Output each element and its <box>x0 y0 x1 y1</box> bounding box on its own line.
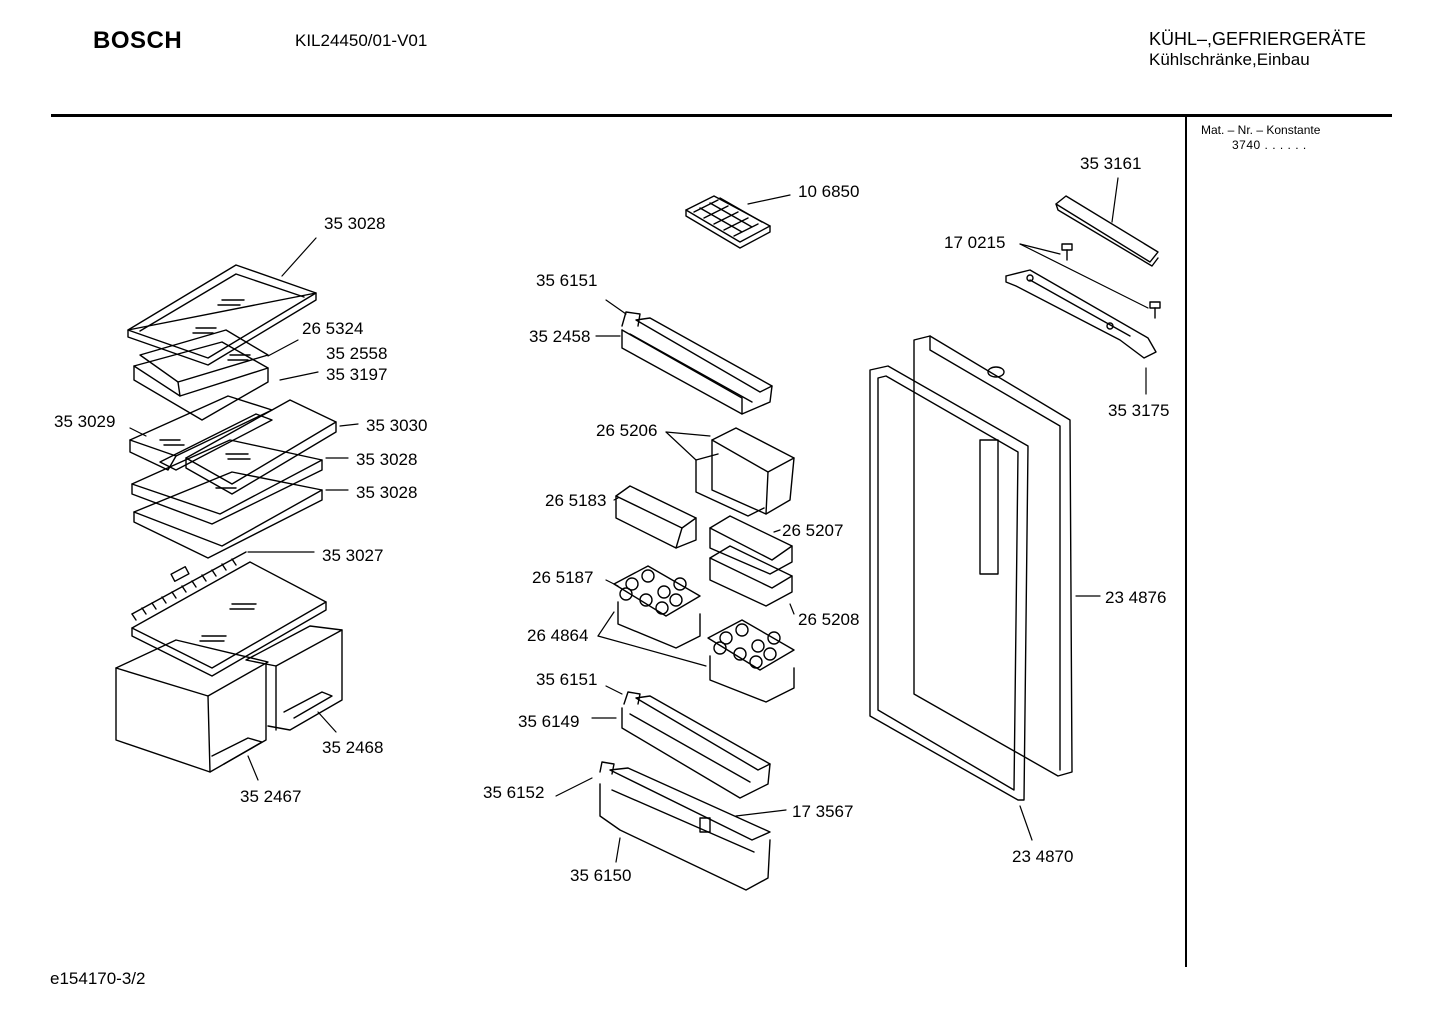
header-divider <box>51 114 1392 117</box>
small-door-bin-left <box>615 485 697 549</box>
ice-cube-tray <box>685 195 771 249</box>
material-constant-title: Mat. – Nr. – Konstante <box>1201 123 1321 137</box>
egg-tray-right <box>707 619 795 703</box>
part-label: 17 3567 <box>792 802 853 821</box>
material-constant-value: 3740 . . . . . . <box>1232 138 1307 152</box>
shelf-frame-upper <box>133 329 269 421</box>
glass-shelf-mid <box>131 439 323 525</box>
part-label: 35 3028 <box>324 214 385 233</box>
part-label: 26 5207 <box>782 521 843 540</box>
part-label: 35 2558 <box>326 344 387 363</box>
part-label: 35 3030 <box>366 416 427 435</box>
part-label: 35 3027 <box>322 546 383 565</box>
small-door-bin-right-lower <box>709 545 793 607</box>
part-label: 17 0215 <box>944 233 1005 252</box>
egg-tray-left <box>613 565 701 649</box>
glass-shelf-top <box>127 264 317 366</box>
part-label: 35 3028 <box>356 483 417 502</box>
brand-logo: BOSCH <box>93 27 183 54</box>
part-label: 35 2467 <box>240 787 301 806</box>
vegetable-drawer-right <box>245 625 343 731</box>
part-label: 26 5206 <box>596 421 657 440</box>
part-label: 35 6152 <box>483 783 544 802</box>
part-label: 35 6150 <box>570 866 631 885</box>
part-label: 26 5324 <box>302 319 363 338</box>
part-label: 35 3175 <box>1108 401 1169 420</box>
small-door-bin-right-upper <box>709 515 793 575</box>
glass-shelf-right-half <box>185 399 337 495</box>
part-label: 23 4870 <box>1012 847 1073 866</box>
model-number: KIL24450/01-V01 <box>295 31 428 50</box>
glass-shelf-split <box>129 395 273 471</box>
part-label: 35 3029 <box>54 412 115 431</box>
hinge-bracket <box>1005 269 1157 359</box>
part-label: 26 5183 <box>545 491 606 510</box>
part-label: 26 4864 <box>527 626 588 645</box>
part-label: 35 2468 <box>322 738 383 757</box>
subcategory-title: Kühlschränke,Einbau <box>1149 50 1310 69</box>
part-label: 10 6850 <box>798 182 859 201</box>
door-seal <box>869 365 1029 801</box>
part-label: 26 5208 <box>798 610 859 629</box>
part-label: 35 6151 <box>536 670 597 689</box>
screw-lower <box>1149 301 1161 319</box>
butter-box <box>695 427 795 517</box>
door-shelf-bottom-bottle <box>599 761 771 891</box>
part-label: 35 2458 <box>529 327 590 346</box>
glass-shelf-low <box>133 471 323 559</box>
part-label: 35 3028 <box>356 450 417 469</box>
door-panel <box>913 335 1073 777</box>
part-label: 23 4876 <box>1105 588 1166 607</box>
part-label: 35 6151 <box>536 271 597 290</box>
part-label: 26 5187 <box>532 568 593 587</box>
door-shelf-middle <box>621 691 771 799</box>
part-label: 35 3197 <box>326 365 387 384</box>
vegetable-drawer-left <box>115 639 269 773</box>
part-label: 35 3161 <box>1080 154 1141 173</box>
screw-upper <box>1061 243 1073 261</box>
vegetable-cover-plate <box>131 551 327 677</box>
side-panel-divider <box>1185 117 1187 967</box>
document-id: e154170-3/2 <box>50 969 146 988</box>
hinge-cover <box>1055 195 1159 267</box>
door-shelf-top <box>621 311 773 415</box>
part-label: 35 6149 <box>518 712 579 731</box>
category-title: KÜHL–,GEFRIERGERÄTE <box>1149 29 1367 49</box>
leader-lines <box>129 177 1149 863</box>
